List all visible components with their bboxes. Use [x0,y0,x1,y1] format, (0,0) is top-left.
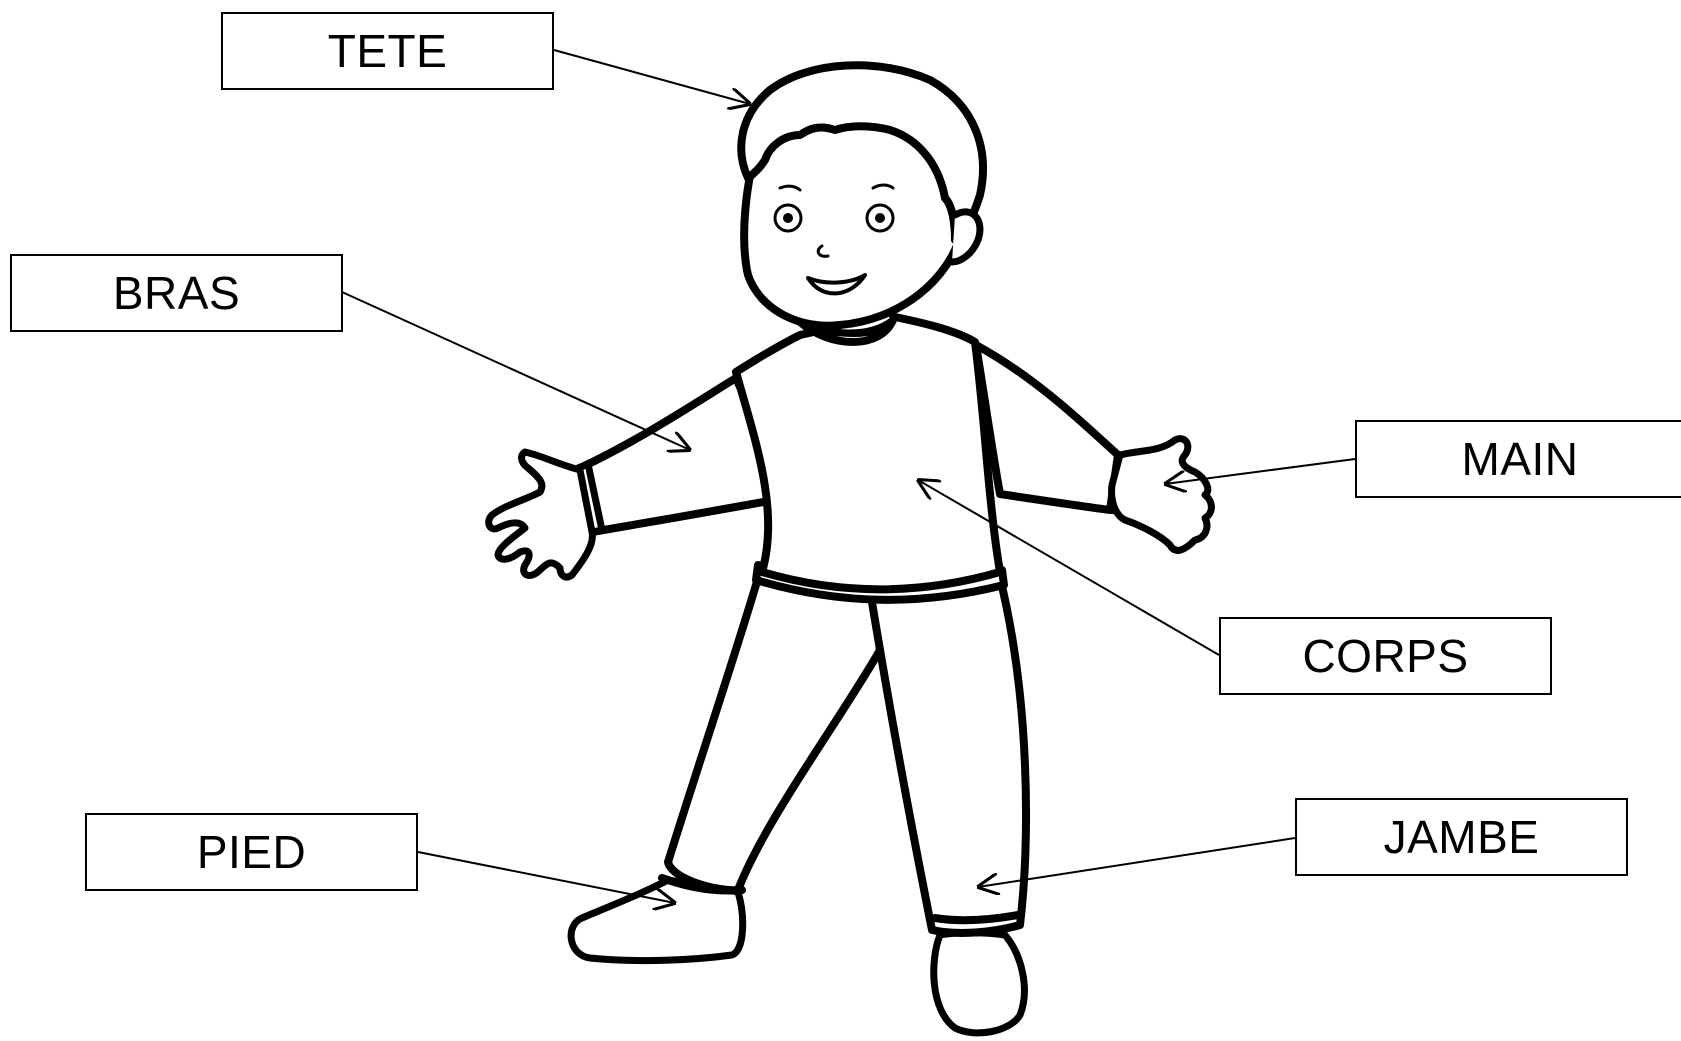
label-pied: PIED [85,813,418,891]
ear [952,212,980,262]
right-arm [976,345,1118,510]
right-hand [1112,439,1212,551]
label-bras: BRAS [10,254,343,332]
pointer-line-pied [418,852,675,903]
label-tete: TETE [221,12,554,90]
right-pupil [875,213,885,223]
left-leg [668,578,880,890]
torso [736,316,1000,589]
right-leg [870,578,1026,933]
label-main: MAIN [1355,420,1681,498]
pointer-line-bras [342,292,690,450]
left-pupil [783,213,793,223]
right-foot [934,933,1025,1033]
label-jambe: JAMBE [1295,798,1628,876]
pointer-line-tete [554,50,750,104]
left-hand [489,452,593,577]
label-corps: CORPS [1219,617,1552,695]
